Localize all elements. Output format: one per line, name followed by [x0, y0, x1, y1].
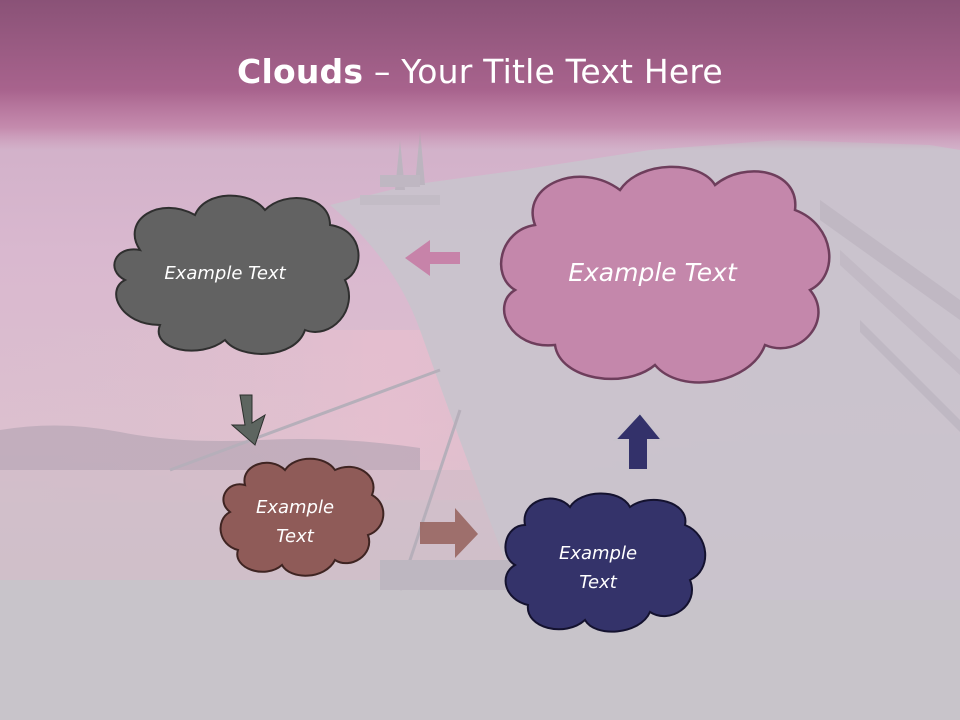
navy-cloud-text-line2: Text	[579, 572, 617, 593]
arrow-down-icon	[230, 394, 266, 446]
brown-cloud-shape	[219, 457, 385, 577]
navy-cloud-text-line1: Example	[558, 543, 638, 564]
title-bold-part: Clouds	[237, 52, 364, 91]
pink-cloud-shape	[499, 165, 831, 384]
arrow-right-icon	[420, 508, 478, 558]
arrow-up-icon	[612, 411, 665, 471]
brown-cloud-text-line1: Example	[255, 497, 335, 518]
brown-cloud-text: Example Text	[220, 493, 370, 551]
slide-title: Clouds – Your Title Text Here	[0, 52, 960, 91]
title-rest-part: – Your Title Text Here	[363, 52, 723, 91]
brown-cloud-text-line2: Text	[276, 526, 314, 547]
gray-cloud-shape	[113, 194, 360, 355]
arrow-left-icon	[405, 240, 460, 276]
title-bar	[0, 0, 960, 150]
navy-cloud-shape	[504, 492, 707, 633]
pink-cloud-text: Example Text	[568, 258, 737, 287]
navy-cloud-text: Example Text	[523, 539, 673, 597]
gray-cloud-text: Example Text	[164, 263, 286, 284]
